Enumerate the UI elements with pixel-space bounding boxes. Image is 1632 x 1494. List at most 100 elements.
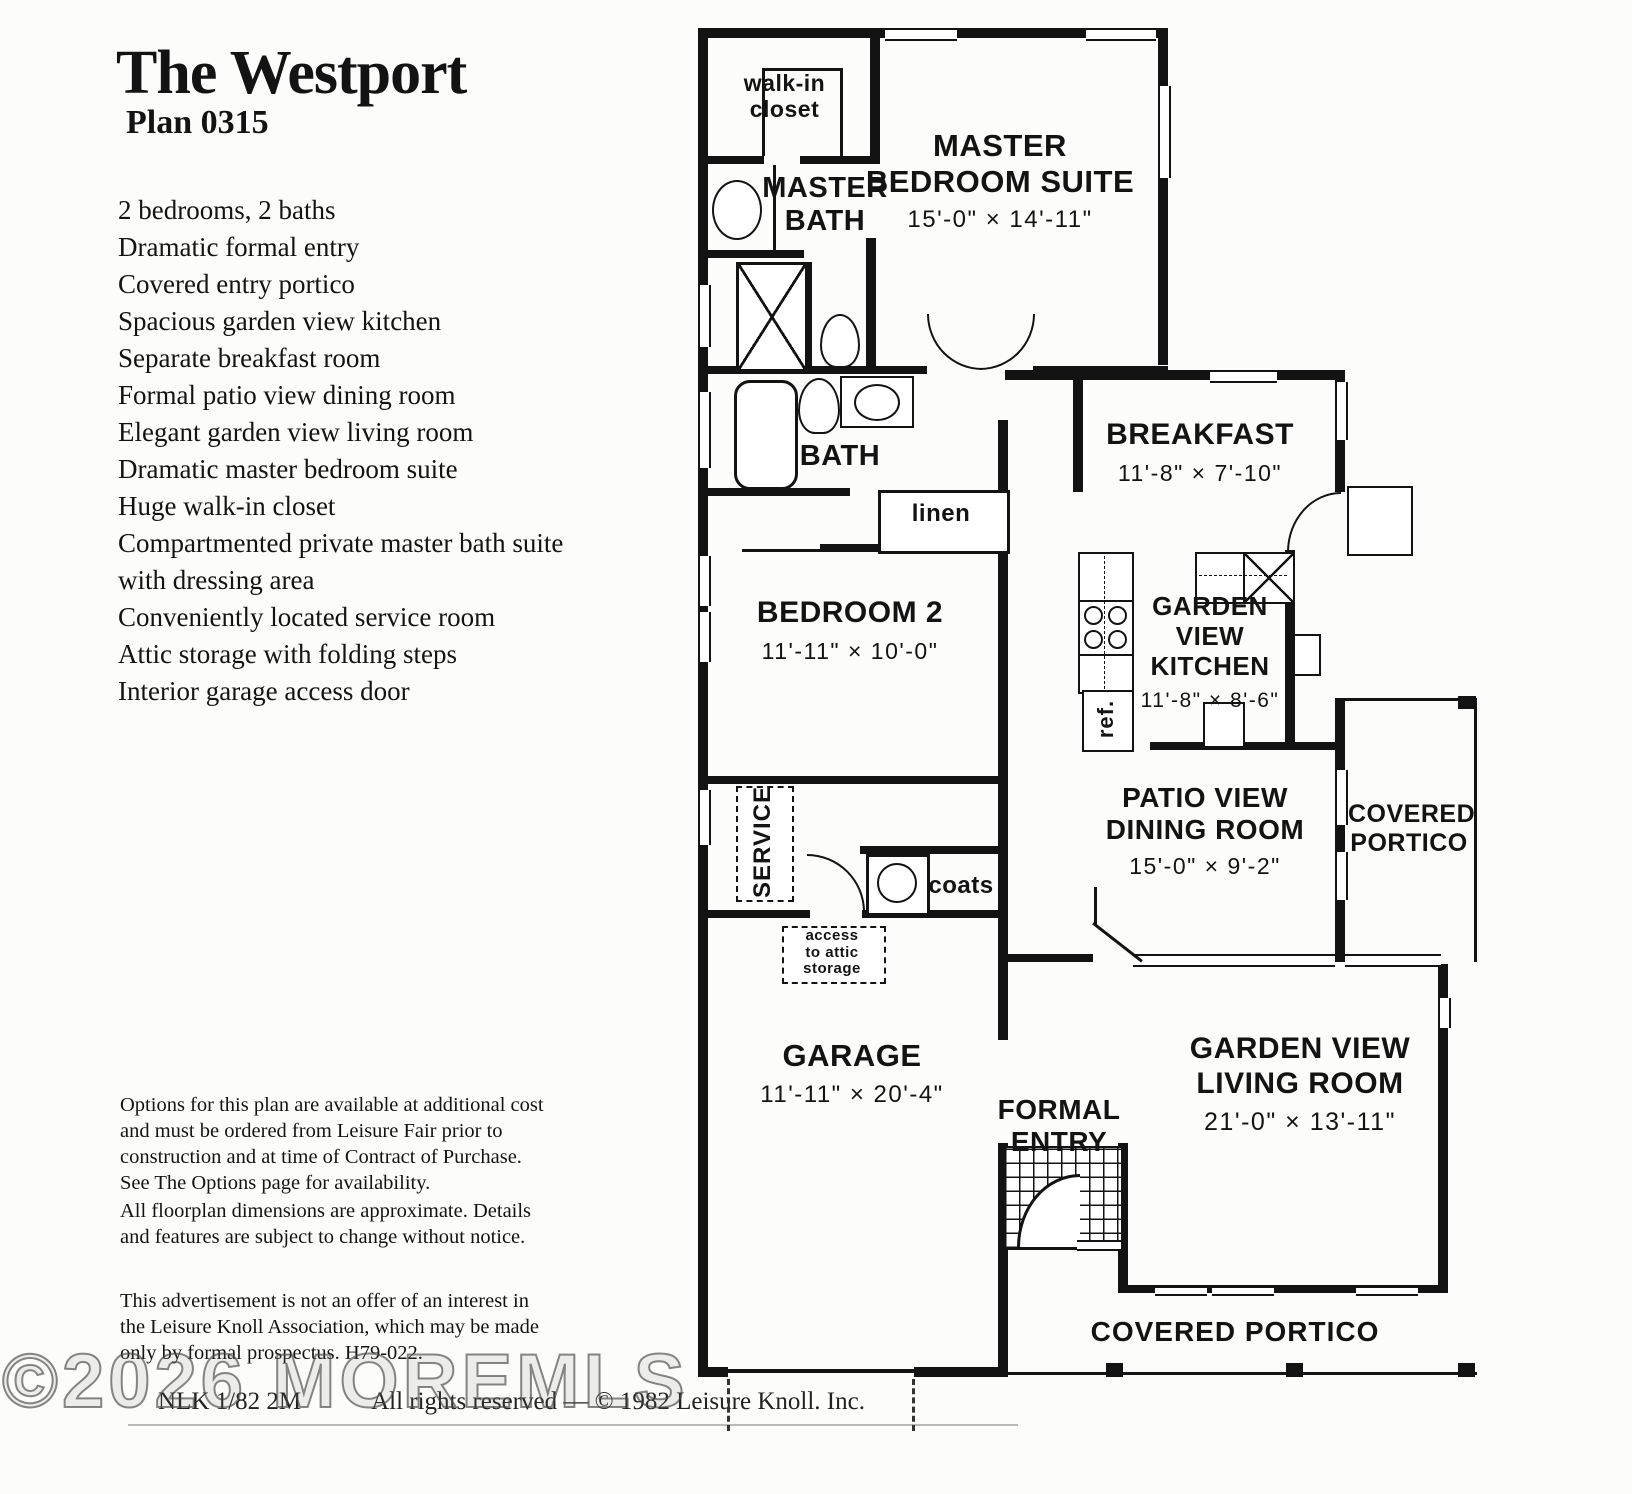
feature-item: Conveniently located service room — [118, 602, 496, 632]
window — [1335, 770, 1348, 825]
wall — [698, 250, 804, 258]
feature-item: Spacious garden view kitchen — [118, 306, 442, 336]
disclaimer-offer: This advertisement is not an offer of an… — [120, 1290, 540, 1364]
room-label-ref: ref. — [1082, 690, 1130, 748]
closet-rod — [840, 68, 843, 156]
wall — [1005, 370, 1210, 380]
room-label-service: SERVICE — [736, 786, 790, 898]
window — [1356, 1286, 1418, 1296]
toilet — [798, 378, 840, 434]
wall — [800, 156, 880, 164]
room-label-portico-front: COVERED PORTICO — [1090, 1316, 1380, 1347]
window — [1086, 28, 1156, 41]
counter — [1078, 552, 1134, 604]
ref-label: ref. — [1093, 699, 1118, 739]
room-label-walk-in-closet: walk-in closet — [743, 70, 826, 123]
room-dims: 15'-0" × 9'-2" — [1129, 853, 1281, 880]
room-label-bath: BATH — [799, 440, 881, 472]
portico-post — [1458, 1363, 1475, 1377]
wall — [998, 954, 1093, 962]
wall — [860, 846, 1003, 854]
appliance — [1293, 634, 1321, 676]
portico-post — [1286, 1363, 1303, 1377]
room-label-master-bath: MASTER BATH — [762, 172, 888, 238]
window — [1335, 852, 1348, 900]
wall — [870, 28, 880, 163]
window — [1335, 382, 1348, 440]
room-name: PATIO VIEW DINING ROOM — [1105, 782, 1305, 846]
room-dims: 11'-8" × 8'-6" — [1140, 688, 1280, 712]
portico-post — [1106, 1363, 1123, 1377]
room-dims: 15'-0" × 14'-11" — [907, 206, 1093, 234]
feature-item: Covered entry portico — [118, 269, 355, 299]
driveway-line — [912, 1379, 918, 1431]
linen-closet — [878, 490, 1010, 554]
disclaimer-options: Options for this plan are available at a… — [120, 1094, 544, 1194]
burner — [1084, 606, 1103, 625]
window — [1133, 954, 1335, 967]
toilet — [820, 314, 860, 368]
burner — [1084, 630, 1103, 649]
window — [1158, 86, 1171, 178]
wall — [914, 1367, 1003, 1377]
attic-access-box — [782, 926, 886, 984]
wall — [1118, 1143, 1128, 1293]
feature-item: Dramatic master bedroom suite — [118, 454, 458, 484]
feature-item: Dramatic formal entry — [118, 232, 360, 262]
wall — [1158, 28, 1168, 365]
room-dims: 11'-11" × 20'-4" — [760, 1080, 944, 1108]
wall — [698, 1367, 728, 1377]
page-title: The Westport — [116, 39, 467, 107]
service-area — [736, 786, 794, 902]
kitchen-sink — [1243, 552, 1295, 604]
wall — [1277, 370, 1345, 380]
window — [885, 28, 957, 41]
room-label-bedroom2: BEDROOM 2 11'-11" × 10'-0" — [735, 596, 965, 665]
room-name: BREAKFAST — [1106, 418, 1294, 451]
wall — [1335, 698, 1345, 962]
wall — [1073, 370, 1083, 492]
front-door — [1077, 1240, 1121, 1251]
wall — [698, 366, 927, 374]
portico-post — [1458, 696, 1476, 709]
counter-peninsula — [1203, 702, 1245, 748]
room-dims: 11'-11" × 10'-0" — [761, 637, 939, 664]
feature-item: Interior garage access door — [118, 676, 410, 706]
wall — [1438, 964, 1448, 1293]
portico-edge — [1003, 1372, 1477, 1375]
feature-item: Attic storage with folding steps — [118, 639, 457, 669]
room-label-dining: PATIO VIEW DINING ROOM 15'-0" × 9'-2" — [1085, 782, 1325, 880]
room-label-master-bedroom: MASTER BEDROOM SUITE 15'-0" × 14'-11" — [845, 128, 1155, 234]
bay-wall — [1094, 887, 1097, 925]
portico-edge — [1340, 698, 1476, 701]
wall — [998, 1143, 1008, 1377]
window — [1438, 998, 1451, 1028]
wall — [862, 910, 1003, 918]
door-arc — [927, 314, 982, 370]
feature-item: Huge walk-in closet — [118, 491, 336, 521]
room-name: BEDROOM 2 — [756, 596, 944, 629]
room-label-garage: GARAGE 11'-11" × 20'-4" — [722, 1038, 982, 1109]
wall — [866, 238, 876, 370]
window — [1210, 370, 1277, 383]
rights-text: All rights reserved — © 1982 Leisure Kno… — [371, 1388, 865, 1415]
window — [698, 556, 711, 606]
door-line — [742, 549, 820, 552]
wall — [1285, 550, 1295, 750]
window — [1155, 1286, 1207, 1296]
shower — [736, 262, 808, 372]
water-heater — [877, 863, 917, 903]
window — [698, 392, 711, 468]
room-dims: 21'-0" × 13'-11" — [1204, 1108, 1396, 1136]
print-code: NLK 1/82 2M — [158, 1388, 302, 1415]
closet-rod — [762, 68, 842, 71]
room-label-formal-entry: FORMAL ENTRY — [997, 1094, 1121, 1158]
bathtub — [734, 380, 798, 490]
wall — [808, 262, 812, 366]
wall — [998, 420, 1008, 1040]
feature-list: 2 bedrooms, 2 baths Dramatic formal entr… — [118, 192, 598, 710]
feature-item: Formal patio view dining room — [118, 380, 456, 410]
wall — [698, 910, 810, 918]
